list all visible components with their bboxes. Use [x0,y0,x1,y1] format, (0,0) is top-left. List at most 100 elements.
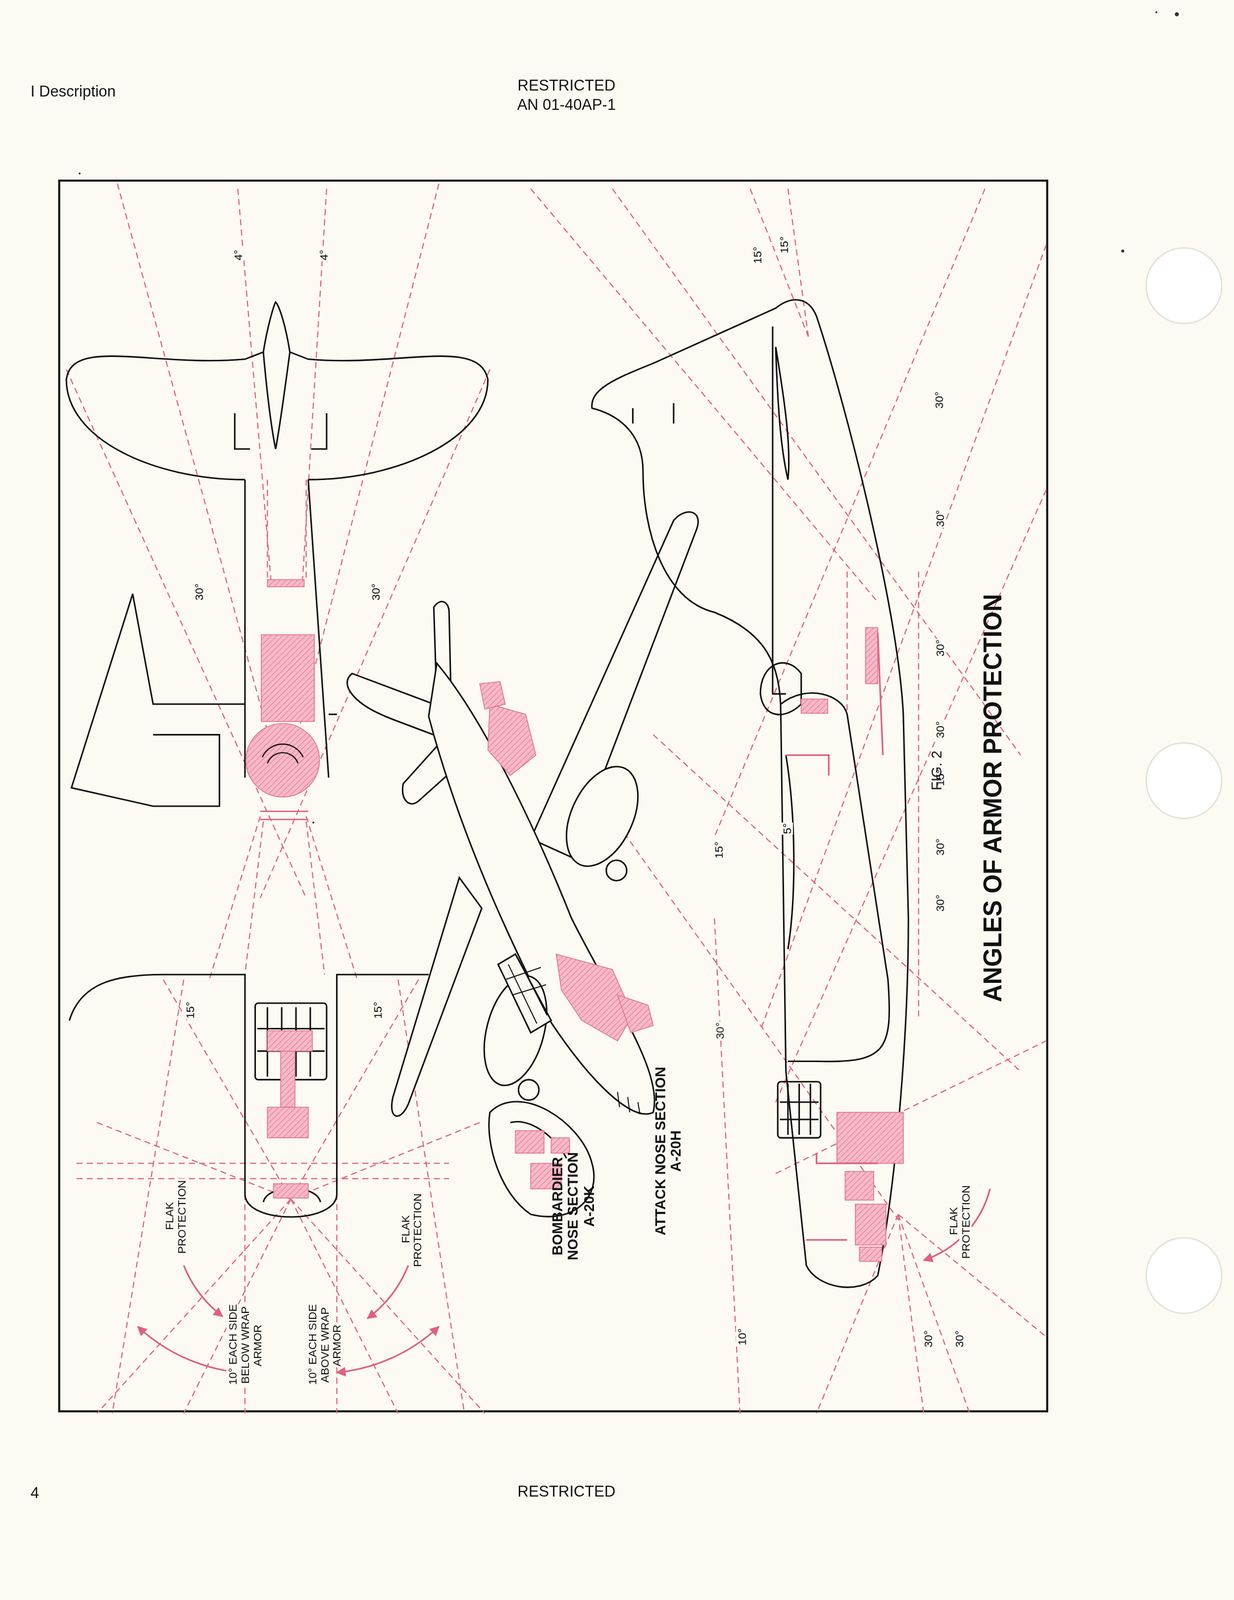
angle-label: 30° [934,714,947,745]
speck [312,821,315,824]
angle-line [66,369,307,898]
angle-label: 30° [713,1015,726,1047]
speck [1155,11,1158,14]
side-view-airplane [592,299,909,1288]
armor-plate [246,579,320,797]
angle-line [291,1122,480,1200]
flak-arc [336,1327,439,1374]
top-view-airplane [234,413,327,449]
document-number: AN 01-40AP-1 [464,96,669,114]
armor-plate [801,627,904,1262]
turret-outline [262,744,303,764]
armor-edge [806,1239,847,1241]
armor-edge [260,810,309,813]
angle-line [775,490,1046,1103]
punch-hole [1146,1237,1223,1314]
armor-edge [260,811,309,820]
angle-line [301,188,327,587]
angle-label: 30° [934,632,947,664]
angle-label: 30° [933,384,946,416]
angle-line [898,1214,970,1414]
armor-plate [280,1051,296,1108]
angle-label: 4° [231,240,245,271]
angle-line [750,188,809,337]
armor-plate [844,1171,874,1201]
punch-hole [1146,742,1223,819]
armor-plate [550,1137,570,1154]
angle-label: 10° [736,1321,749,1353]
armor-plate [859,1247,882,1262]
armor-plate [855,1204,887,1245]
armor-plate [267,1031,313,1052]
angle-label: 30° [934,832,947,863]
angle-label: 30° [934,503,947,535]
side-view-airplane [779,1084,819,1136]
angle-label: 4° [317,240,330,271]
figure-number: FIG. 2 [929,729,945,812]
top-view-airplane [66,301,489,807]
side-view-airplane [632,402,674,424]
armor-plate [488,704,537,776]
top-view-airplane [66,301,489,480]
angle-line [76,1178,450,1180]
armor-edge [786,755,830,776]
side-view-airplane [760,662,801,715]
armor-plate [261,635,315,722]
armor-plate [865,627,879,684]
angle-line [653,735,1021,1072]
wrap-armor-note: 10° EACH SIDE BELOW WRAP ARMOR [226,1304,264,1386]
section-callout: ATTACK NOSE SECTION A-20H [652,1064,685,1239]
perspective-airplane [346,673,439,738]
figure-frame [59,180,1048,1412]
armor-plate [801,698,829,714]
angle-label: 15° [712,835,725,866]
nose-plan-view [69,974,429,1218]
armor-plate [246,723,320,797]
speck [1121,249,1125,253]
flak-label: FLAK PROTECTION [163,1176,189,1257]
side-view-airplane [592,299,909,1288]
armor-plate [267,1031,313,1199]
classification-mark: RESTRICTED [464,77,669,95]
side-view-airplane [777,1082,821,1138]
armor-edge [786,632,884,1240]
angle-line [760,245,1046,1032]
speck [78,172,81,175]
flak-arc [183,1265,223,1317]
wrap-armor-note: 10° EACH SIDE ABOVE WRAP ARMOR [305,1304,344,1386]
angle-label: 15° [751,240,764,271]
speck [1174,12,1179,17]
side-view-airplane [772,326,787,694]
angle-line [163,980,292,1200]
angle-line [846,571,848,715]
angle-line [97,1122,292,1200]
angle-line [306,816,358,981]
punch-hole [1146,247,1223,324]
figure-title: ANGLES OF ARMOR PROTECTION [979,593,1008,1003]
angle-label: 30° [921,1323,935,1355]
perspective-airplane [606,860,627,881]
angle-line [112,980,184,1414]
armor-plate [479,681,506,710]
armor-plate [617,994,654,1033]
armor-edge [877,632,883,755]
armor-plate [267,579,304,587]
armor-edge [260,818,309,821]
perspective-airplane [391,877,482,1117]
side-view-airplane [786,755,794,950]
angle-line [266,479,268,580]
angle-line [76,1163,450,1165]
angle-line [260,369,491,898]
flak-label: FLAK PROTECTION [398,1189,424,1270]
angle-label: 5° [780,813,793,844]
angle-line [306,821,325,975]
turret-outline [262,744,303,764]
side-view-airplane [780,692,889,1062]
angle-label: 30° [953,1323,966,1355]
top-view-airplane [71,593,246,807]
angle-line [336,1194,338,1414]
nose-glazing [617,1091,641,1115]
top-view-airplane [263,351,291,449]
angle-line [612,188,1021,755]
